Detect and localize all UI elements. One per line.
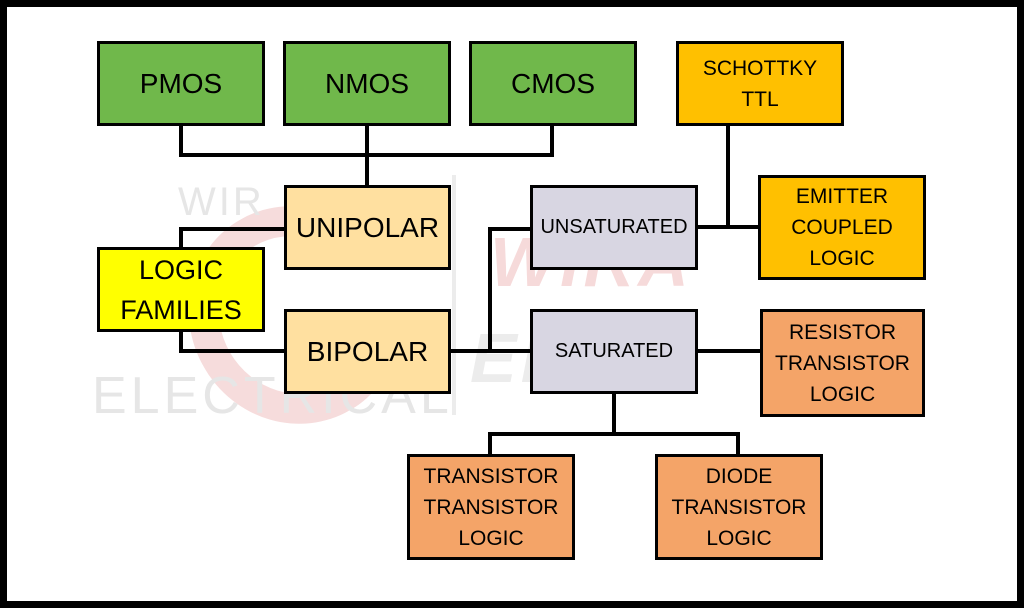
node-bipolar: BIPOLAR <box>284 309 451 394</box>
node-schottky-ttl: SCHOTTKY TTL <box>676 41 844 126</box>
node-pmos: PMOS <box>97 41 265 126</box>
node-emitter-coupled-logic: EMITTER COUPLED LOGIC <box>758 175 926 280</box>
node-diode-transistor-logic: DIODE TRANSISTOR LOGIC <box>655 454 823 560</box>
node-saturated: SATURATED <box>530 309 698 394</box>
node-resistor-transistor-logic: RESISTOR TRANSISTOR LOGIC <box>760 309 925 417</box>
node-nmos: NMOS <box>283 41 451 126</box>
node-logic-families: LOGIC FAMILIES <box>97 247 265 332</box>
node-cmos: CMOS <box>469 41 637 126</box>
node-unipolar: UNIPOLAR <box>284 185 451 270</box>
node-transistor-transistor-logic: TRANSISTOR TRANSISTOR LOGIC <box>407 454 575 560</box>
watermark-divider <box>452 175 456 415</box>
node-unsaturated: UNSATURATED <box>530 185 698 270</box>
